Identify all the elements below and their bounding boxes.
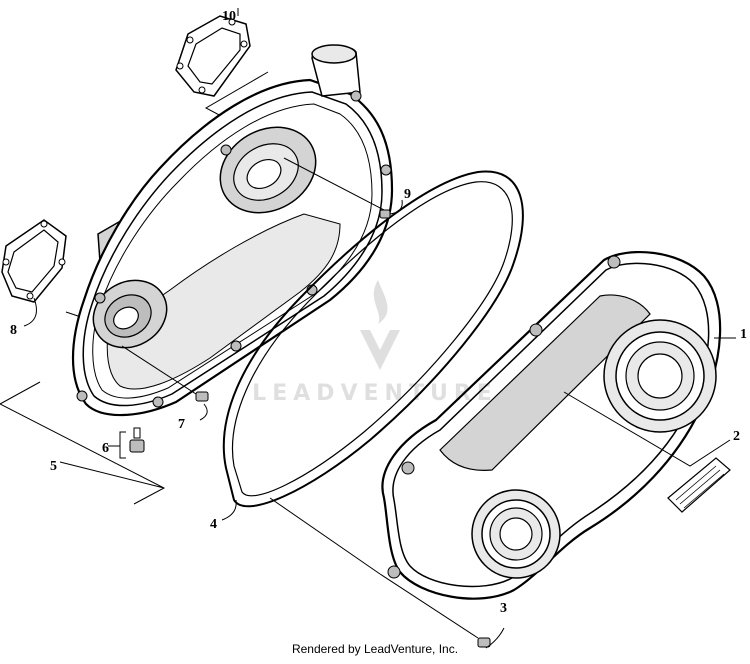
render-credit: Rendered by LeadVenture, Inc. [291,642,459,656]
callout-1[interactable]: 1 [740,327,747,342]
gasket-8[interactable] [1,219,67,303]
leader-9-axis [283,157,385,211]
callout-8[interactable]: 8 [10,323,17,338]
inner-clutch-cover[interactable] [71,44,394,417]
leader-2 [563,391,731,467]
callout-2[interactable]: 2 [733,429,740,444]
leader-4 [221,499,237,521]
callout-9[interactable]: 9 [404,187,411,202]
callout-3[interactable]: 3 [500,601,507,616]
watermark-logo [360,280,400,370]
leader-7-axis [121,345,197,395]
callout-7[interactable]: 7 [178,417,185,432]
callout-5[interactable]: 5 [50,459,57,474]
outer-clutch-cover-1[interactable] [381,250,722,600]
leader-8 [23,297,37,327]
callout-6[interactable]: 6 [102,441,109,456]
leader-3 [485,627,505,649]
drain-plug-6[interactable] [129,427,145,453]
leader-7 [199,403,208,421]
gasket-10[interactable] [175,15,251,97]
screw-3[interactable] [477,637,491,648]
leader-axis-lower [269,497,381,575]
drive-belt-4[interactable] [222,170,524,508]
screw-9[interactable] [379,209,391,219]
watermark-text: LEADVENTURE [252,381,498,406]
screw-7[interactable] [195,391,209,402]
bracket-6 [119,431,126,459]
reference-bracket-5 [0,381,166,505]
leader-9 [389,199,403,215]
leader-3-axis [379,573,479,639]
callout-10[interactable]: 10 [222,9,236,24]
callout-4[interactable]: 4 [210,517,217,532]
warning-label-2[interactable] [667,457,731,513]
